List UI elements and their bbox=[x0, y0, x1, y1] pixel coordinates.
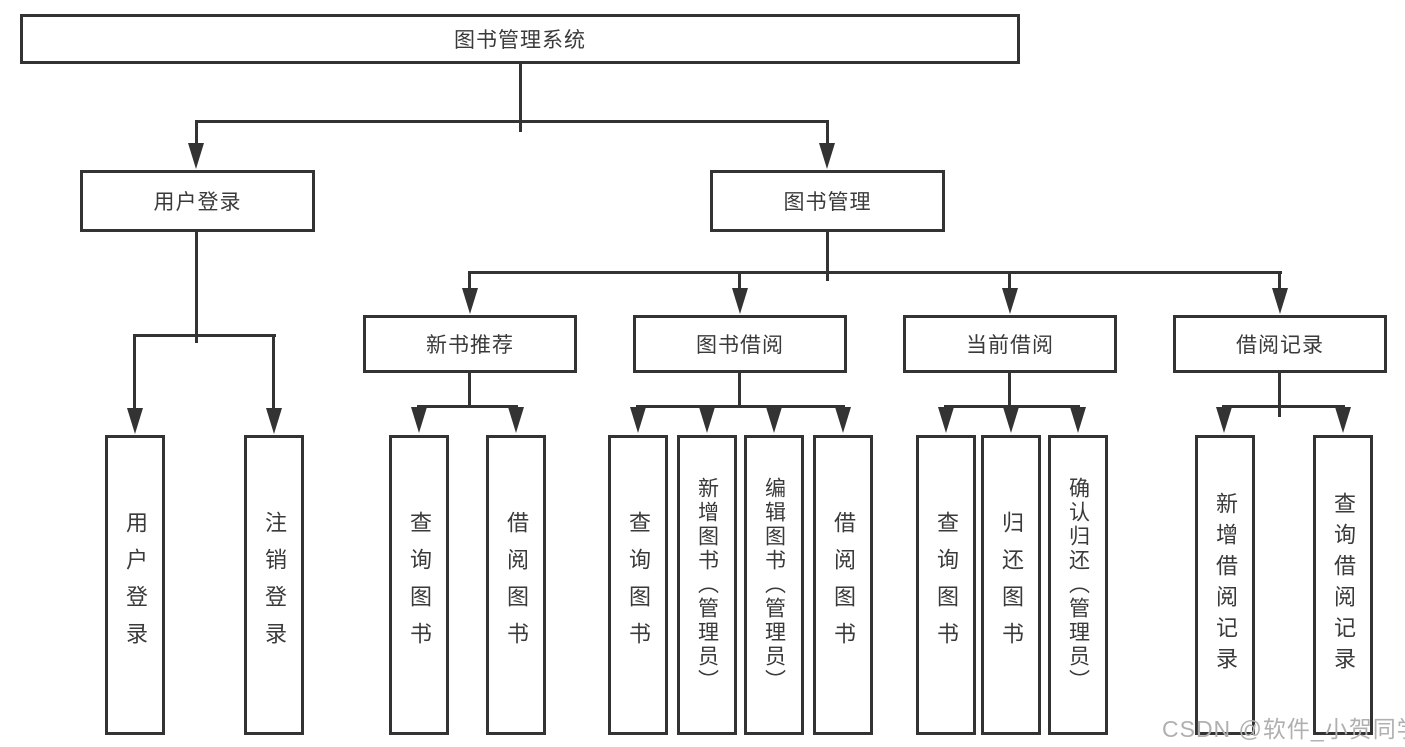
connector-book-borrowing-branch bbox=[636, 405, 845, 408]
node-borrowing-records: 借阅记录 bbox=[1173, 315, 1387, 373]
arrowhead-leaf-logout bbox=[266, 408, 282, 434]
connector-new-book-stem bbox=[468, 373, 471, 407]
leaf-user-login: 用户登录 bbox=[105, 435, 165, 735]
arrowhead-new-book bbox=[462, 288, 478, 314]
arrowhead-leaf-login bbox=[127, 408, 143, 434]
leaf-return-books: 归还图书 bbox=[981, 435, 1041, 735]
connector-drop-book-borrowing bbox=[738, 271, 741, 291]
leaf-query-books-borrow: 查询图书 bbox=[608, 435, 668, 735]
leaf-borrow-books-recommend: 借阅图书 bbox=[486, 435, 546, 735]
connector-drop-current-borrowing bbox=[1008, 271, 1011, 291]
connector-user-login-branch bbox=[133, 334, 276, 337]
arrowhead-borrowing-records bbox=[1272, 288, 1288, 314]
connector-user-login-stem bbox=[195, 232, 198, 343]
arrowhead-book-management bbox=[819, 143, 835, 169]
node-library-management-system: 图书管理系统 bbox=[20, 14, 1020, 64]
connector-drop-borrowing-records bbox=[1278, 271, 1281, 291]
arrowhead-leaf-query-current bbox=[938, 407, 954, 433]
connector-current-borrowing-branch bbox=[944, 405, 1080, 408]
connector-drop-new-book bbox=[468, 271, 471, 291]
connector-drop-leaf-logout bbox=[272, 334, 275, 412]
connector-drop-leaf-login bbox=[133, 334, 136, 412]
leaf-query-books-current: 查询图书 bbox=[916, 435, 976, 735]
connector-root-branch bbox=[195, 120, 829, 123]
arrowhead-leaf-edit-books bbox=[766, 407, 782, 433]
node-book-management: 图书管理 bbox=[710, 170, 945, 232]
csdn-watermark: CSDN @软件_小贺同学 bbox=[1162, 716, 1405, 742]
arrowhead-leaf-borrow-books bbox=[835, 407, 851, 433]
arrowhead-current-borrowing bbox=[1002, 288, 1018, 314]
leaf-confirm-return-admin: 确认归还（管理员） bbox=[1048, 435, 1108, 735]
arrowhead-leaf-add-record bbox=[1216, 407, 1232, 433]
connector-book-management-branch bbox=[468, 271, 1282, 274]
arrowhead-leaf-add-books bbox=[699, 407, 715, 433]
leaf-query-books-recommend: 查询图书 bbox=[389, 435, 449, 735]
arrowhead-user-login bbox=[188, 143, 204, 169]
arrowhead-leaf-return-books bbox=[1003, 407, 1019, 433]
arrowhead-leaf-query-borrow bbox=[630, 407, 646, 433]
leaf-logout: 注销登录 bbox=[244, 435, 304, 735]
connector-borrowing-records-stem bbox=[1278, 373, 1281, 417]
arrowhead-leaf-query-record bbox=[1335, 407, 1351, 433]
arrowhead-leaf-query-recommend bbox=[411, 407, 427, 433]
node-book-borrowing: 图书借阅 bbox=[633, 315, 847, 373]
arrowhead-leaf-borrow-recommend bbox=[508, 407, 524, 433]
connector-current-borrowing-stem bbox=[1008, 373, 1011, 407]
connector-book-management-stem bbox=[826, 232, 829, 281]
arrowhead-book-borrowing bbox=[732, 288, 748, 314]
connector-borrowing-records-branch bbox=[1222, 405, 1345, 408]
connector-root-stem bbox=[519, 64, 522, 132]
connector-drop-user-login bbox=[195, 120, 198, 150]
node-current-borrowing: 当前借阅 bbox=[903, 315, 1117, 373]
node-user-login: 用户登录 bbox=[80, 170, 315, 232]
leaf-query-borrow-record: 查询借阅记录 bbox=[1313, 435, 1373, 735]
arrowhead-leaf-confirm-return bbox=[1070, 407, 1086, 433]
leaf-add-borrow-record: 新增借阅记录 bbox=[1195, 435, 1255, 735]
leaf-borrow-books: 借阅图书 bbox=[813, 435, 873, 735]
connector-new-book-branch bbox=[417, 405, 518, 408]
connector-book-borrowing-stem bbox=[738, 373, 741, 407]
leaf-edit-books-admin: 编辑图书（管理员） bbox=[744, 435, 804, 735]
node-new-book-recommendation: 新书推荐 bbox=[363, 315, 577, 373]
connector-drop-book-management bbox=[826, 120, 829, 150]
leaf-add-books-admin: 新增图书（管理员） bbox=[677, 435, 737, 735]
